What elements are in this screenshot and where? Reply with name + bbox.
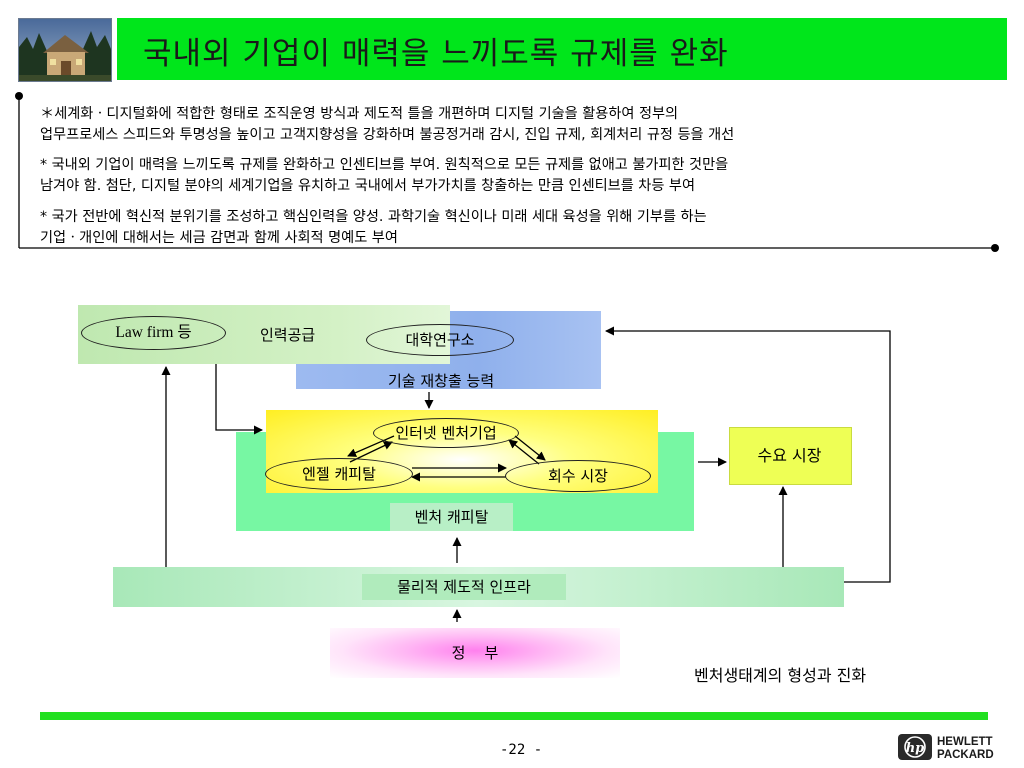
- footer-bar: [40, 712, 988, 720]
- demand-market-box: [729, 427, 852, 485]
- hp-logo: hp HEWLETT PACKARD: [898, 732, 1014, 762]
- government-label: 정 부: [451, 644, 499, 662]
- law-firm-ellipse: Law firm 등: [81, 316, 226, 350]
- paragraph-line: * 국가 전반에 혁신적 분위기를 조성하고 핵심인력을 양성. 과학기술 혁신…: [40, 209, 707, 225]
- title-bar: [117, 18, 1007, 80]
- paragraph-line: * 국내외 기업이 매력을 느끼도록 규제를 완화하고 인센티브를 부여. 원칙…: [40, 157, 729, 173]
- header-photo: [18, 18, 112, 82]
- tech-recreation-label: 기술 재창출 능력: [388, 372, 495, 390]
- paragraph-bracket: [15, 92, 999, 252]
- venture-capital-label: 벤처 캐피탈: [390, 503, 513, 531]
- paragraph-1: ＊세계화ㆍ디지털화에 적합한 형태로 조직운영 방식과 제도적 틀을 개편하며 …: [40, 104, 734, 146]
- hp-logo-line2: PACKARD: [937, 749, 994, 761]
- hp-logo-line1: HEWLETT: [937, 736, 993, 748]
- page-number: -22 -: [500, 742, 543, 758]
- government-box: [330, 628, 620, 678]
- infrastructure-label: 물리적 제도적 인프라: [362, 574, 566, 600]
- building-photo-icon: [19, 19, 111, 81]
- paragraph-line: ＊세계화ㆍ디지털화에 적합한 형태로 조직운영 방식과 제도적 틀을 개편하며 …: [40, 106, 679, 122]
- exit-market-ellipse: 회수 시장: [505, 460, 651, 492]
- internet-venture-ellipse: 인터넷 벤처기업: [373, 418, 519, 448]
- paragraph-3: * 국가 전반에 혁신적 분위기를 조성하고 핵심인력을 양성. 과학기술 혁신…: [40, 207, 707, 249]
- manpower-label: 인력공급: [260, 326, 316, 344]
- hp-logo-icon: hp HEWLETT PACKARD: [898, 734, 994, 761]
- slide-title: 국내외 기업이 매력을 느끼도록 규제를 완화: [143, 36, 729, 72]
- paragraph-line: 기업ㆍ개인에 대해서는 세금 감면과 함께 사회적 명예도 부여: [40, 230, 398, 246]
- paragraph-2: * 국내외 기업이 매력을 느끼도록 규제를 완화하고 인센티브를 부여. 원칙…: [40, 155, 728, 197]
- diagram-caption: 벤처생태계의 형성과 진화: [694, 666, 867, 685]
- hp-logo-mark: hp: [906, 741, 925, 756]
- angel-capital-ellipse: 엔젤 캐피탈: [265, 458, 413, 490]
- paragraph-line: 업무프로세스 스피드와 투명성을 높이고 고객지향성을 강화하며 불공정거래 감…: [40, 127, 735, 143]
- paragraph-line: 남겨야 함. 첨단, 디지털 분야의 세계기업을 유치하고 국내에서 부가가치를…: [40, 178, 696, 194]
- demand-market-label: 수요 시장: [757, 446, 822, 465]
- university-ellipse: 대학연구소: [366, 324, 514, 356]
